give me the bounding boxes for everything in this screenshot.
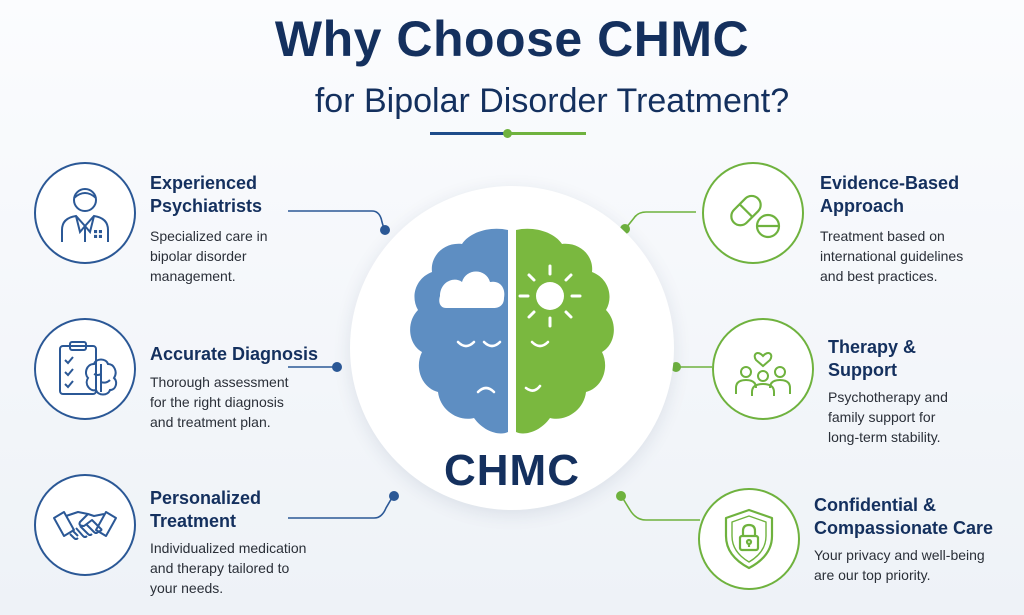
experienced-title: Experienced Psychiatrists: [150, 173, 263, 216]
personalized-icon-circle: [34, 474, 136, 576]
page-title: Why Choose CHMC: [274, 11, 750, 67]
family-heart-icon: [735, 352, 791, 396]
page-subtitle: for Bipolar Disorder Treatment?: [314, 82, 790, 120]
experienced-desc: Specialized care in bipolar disorder man…: [150, 228, 268, 284]
title-divider-dot: [503, 129, 512, 138]
evidence-desc: Treatment based on international guideli…: [820, 228, 964, 284]
evidence-icon-circle: [702, 162, 804, 264]
therapy-icon-circle: [712, 318, 814, 420]
pills-icon: [730, 194, 781, 239]
title-divider-left: [430, 132, 508, 135]
connector-evidence: [625, 211, 696, 229]
connector-dot-therapy: [671, 362, 681, 372]
connector-dot-confidential: [616, 491, 626, 501]
experienced-icon-circle: [34, 162, 136, 264]
connector-experienced: [288, 210, 385, 230]
personalized-desc: Individualized medication and therapy ta…: [150, 540, 307, 596]
center-circle: [350, 186, 674, 510]
connector-confidential: [621, 496, 700, 521]
clipboard-brain-icon: [59, 341, 118, 396]
evidence-title: Evidence-Based Approach: [820, 173, 960, 216]
diagnosis-desc: Thorough assessment for the right diagno…: [150, 374, 289, 430]
diagnosis-icon-circle: [34, 318, 136, 420]
therapy-title: Therapy & Support: [828, 337, 917, 380]
connector-dot-diagnosis: [332, 362, 342, 372]
title-divider-right: [508, 132, 586, 135]
confidential-title: Confidential & Compassionate Care: [814, 495, 994, 538]
connector-personalized: [288, 495, 394, 519]
confidential-desc: Your privacy and well-being are our top …: [814, 547, 985, 583]
confidential-icon-circle: [698, 488, 800, 590]
handshake-icon: [53, 511, 117, 540]
connector-dot-experienced: [380, 225, 390, 235]
connector-dot-personalized: [389, 491, 399, 501]
shield-lock-icon: [724, 508, 774, 570]
doctor-icon: [61, 188, 109, 242]
therapy-desc: Psychotherapy and family support for lon…: [828, 389, 948, 445]
brain-icon: [410, 228, 614, 434]
brand-name: CHMC: [444, 446, 580, 495]
diagnosis-title: Accurate Diagnosis: [150, 344, 319, 364]
personalized-title: Personalized Treatment: [150, 488, 262, 531]
